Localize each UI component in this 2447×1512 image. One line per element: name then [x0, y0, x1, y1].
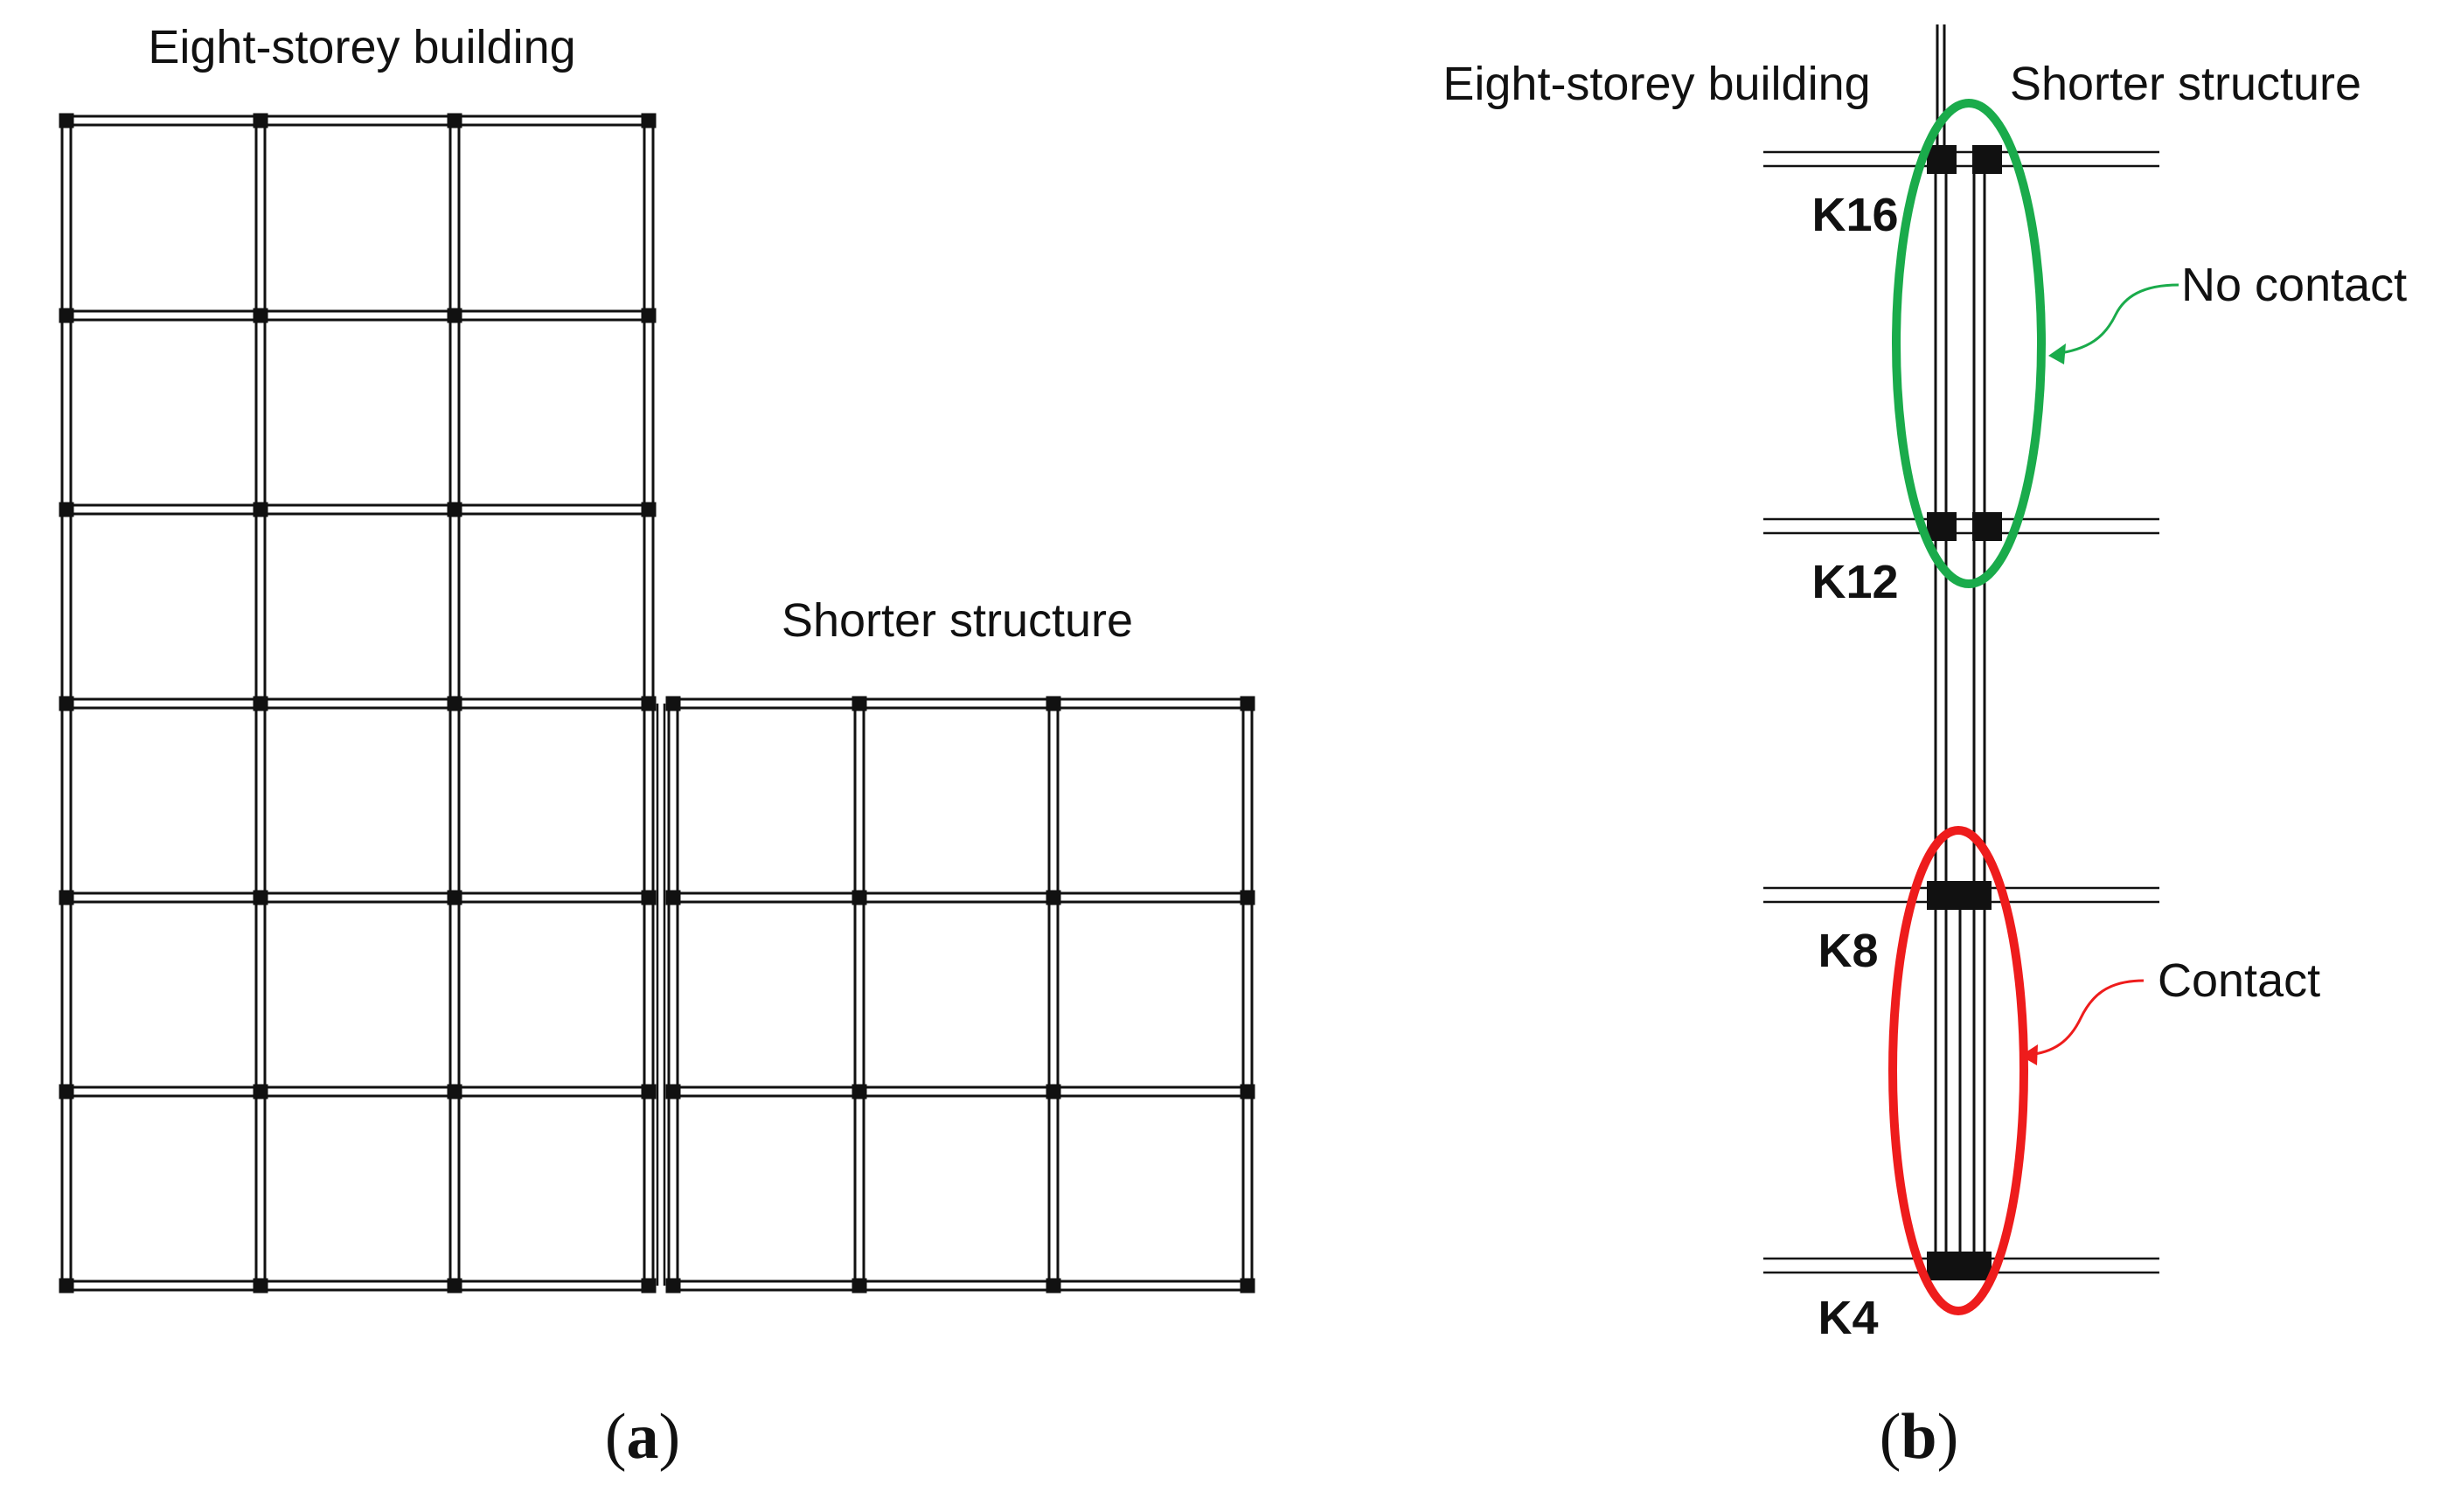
no-contact-label: No contact [2181, 259, 2407, 311]
node [253, 308, 268, 323]
node [253, 890, 268, 905]
contact-element [1972, 145, 2002, 174]
node [1046, 1084, 1061, 1099]
no-contact-leader [2054, 283, 2179, 356]
node [253, 113, 268, 128]
node [1046, 1278, 1061, 1294]
contact-leader [2026, 979, 2145, 1057]
panel-a-label-eight-storey: Eight-storey building [148, 21, 575, 73]
node [59, 696, 74, 711]
shorter-structure-frame [656, 696, 1255, 1294]
node [641, 890, 657, 905]
node [447, 113, 462, 128]
no-contact-annotation: No contact [1892, 99, 2407, 588]
panel-b-detail: Eight-storey building Shorter structure … [1442, 24, 2407, 1473]
panel-a-caption-letter: a [627, 1401, 659, 1473]
node [253, 502, 268, 517]
node [253, 1084, 268, 1099]
node [447, 696, 462, 711]
node [59, 1278, 74, 1294]
node [447, 502, 462, 517]
node [59, 502, 74, 517]
no-contact-ellipse [1892, 99, 2046, 588]
node [1046, 890, 1061, 905]
contact-element [1927, 512, 1957, 541]
node [852, 1084, 867, 1099]
panel-a-frames: Eight-storey building Shorter structure … [59, 21, 1255, 1473]
node [1240, 1084, 1255, 1099]
node [59, 1084, 74, 1099]
no-contact-arrowhead [2048, 343, 2066, 364]
node [852, 696, 867, 711]
panel-a-label-shorter: Shorter structure [782, 594, 1133, 647]
contact-label: Contact [2158, 954, 2320, 1007]
node [852, 890, 867, 905]
node [1240, 890, 1255, 905]
contact-element [1927, 145, 1957, 174]
node [665, 1278, 681, 1294]
node [447, 308, 462, 323]
node [641, 696, 657, 711]
node [852, 1278, 867, 1294]
pounding-detail [1763, 24, 2159, 1280]
node [253, 696, 268, 711]
level-label-k12: K12 [1811, 556, 1898, 608]
node [665, 1084, 681, 1099]
contact-annotation: Contact [1888, 826, 2320, 1315]
contact-ellipse [1888, 826, 2028, 1315]
node [447, 1084, 462, 1099]
contact-element [1927, 1252, 1992, 1280]
contact-element [1972, 512, 2002, 541]
level-label-k4: K4 [1818, 1292, 1878, 1344]
node [641, 113, 657, 128]
node [641, 1278, 657, 1294]
panel-b-label-shorter: Shorter structure [2010, 58, 2361, 110]
node [641, 308, 657, 323]
node [665, 890, 681, 905]
panel-b-caption: (b) [1880, 1401, 1958, 1473]
node [641, 1084, 657, 1099]
node [641, 502, 657, 517]
level-label-k16: K16 [1811, 189, 1898, 241]
contact-arrowhead [2020, 1044, 2038, 1065]
panel-a-caption: (a) [605, 1401, 680, 1473]
node [1240, 1278, 1255, 1294]
node [59, 308, 74, 323]
level-label-k8: K8 [1818, 925, 1878, 977]
node [1046, 696, 1061, 711]
node [1240, 696, 1255, 711]
node [59, 113, 74, 128]
panel-b-label-eight-storey: Eight-storey building [1442, 58, 1870, 110]
contact-element [1927, 881, 1992, 910]
panel-b-caption-letter: b [1901, 1401, 1936, 1473]
node [447, 890, 462, 905]
node [253, 1278, 268, 1294]
node [447, 1278, 462, 1294]
node [59, 890, 74, 905]
node [665, 696, 681, 711]
eight-storey-frame [59, 113, 657, 1294]
